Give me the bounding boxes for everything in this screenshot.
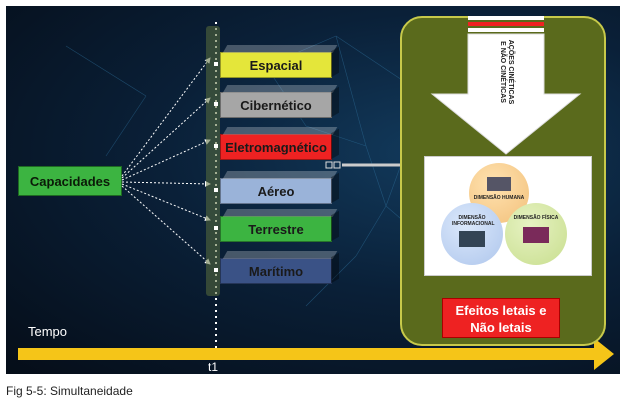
actions-arrow xyxy=(430,16,582,155)
figure-caption: Fig 5-5: Simultaneidade xyxy=(6,384,133,398)
timeline-marker xyxy=(214,62,218,66)
dimension-label: DIMENSÃO HUMANA xyxy=(473,195,525,201)
domain-label: Espacial xyxy=(249,57,303,73)
actions-label: AÇÕES CINÉTICAS E NÃO CINÉTICAS xyxy=(476,40,532,105)
timeline-marker xyxy=(214,268,218,272)
timeline-marker xyxy=(214,188,218,192)
informational-image xyxy=(459,231,485,247)
effects-box: Efeitos letais e Não letais xyxy=(442,298,560,338)
domain-label: Terrestre xyxy=(248,221,304,237)
circle-dimensao-informacional: DIMENSÃO INFORMACIONAL xyxy=(441,203,503,265)
domain-terrestre: Terrestre xyxy=(220,216,332,242)
domain-label: Eletromagnético xyxy=(225,139,327,155)
domain-eletromagnetico: Eletromagnético xyxy=(220,134,332,160)
timeline-marker xyxy=(214,226,218,230)
fan-arrows xyxy=(18,22,614,370)
actions-text: AÇÕES CINÉTICAS E NÃO CINÉTICAS xyxy=(499,39,514,105)
domain-label: Aéreo xyxy=(257,183,295,199)
time-label: Tempo xyxy=(28,324,68,339)
timeline-marker xyxy=(214,144,218,148)
dimension-label: DIMENSÃO FÍSICA xyxy=(513,215,559,221)
simultaneity-diagram: Capacidades Espacial Cibernético Eletrom… xyxy=(6,6,620,374)
capabilities-box: Capacidades xyxy=(18,166,122,196)
timeline-marker xyxy=(214,102,218,106)
domain-cibernetico: Cibernético xyxy=(220,92,332,118)
domain-label: Marítimo xyxy=(248,263,304,279)
physical-image xyxy=(523,227,549,243)
human-image xyxy=(487,177,511,191)
dimension-label: DIMENSÃO INFORMACIONAL xyxy=(452,215,495,227)
domain-maritimo: Marítimo xyxy=(220,258,332,284)
t1-label: t1 xyxy=(208,360,219,374)
domain-espacial: Espacial xyxy=(220,52,332,78)
domain-label: Cibernético xyxy=(240,97,312,113)
dimensions-panel: DIMENSÃO HUMANA DIMENSÃO INFORMACIONAL D… xyxy=(424,156,592,276)
domain-aereo: Aéreo xyxy=(220,178,332,204)
circle-dimensao-fisica: DIMENSÃO FÍSICA xyxy=(505,203,567,265)
